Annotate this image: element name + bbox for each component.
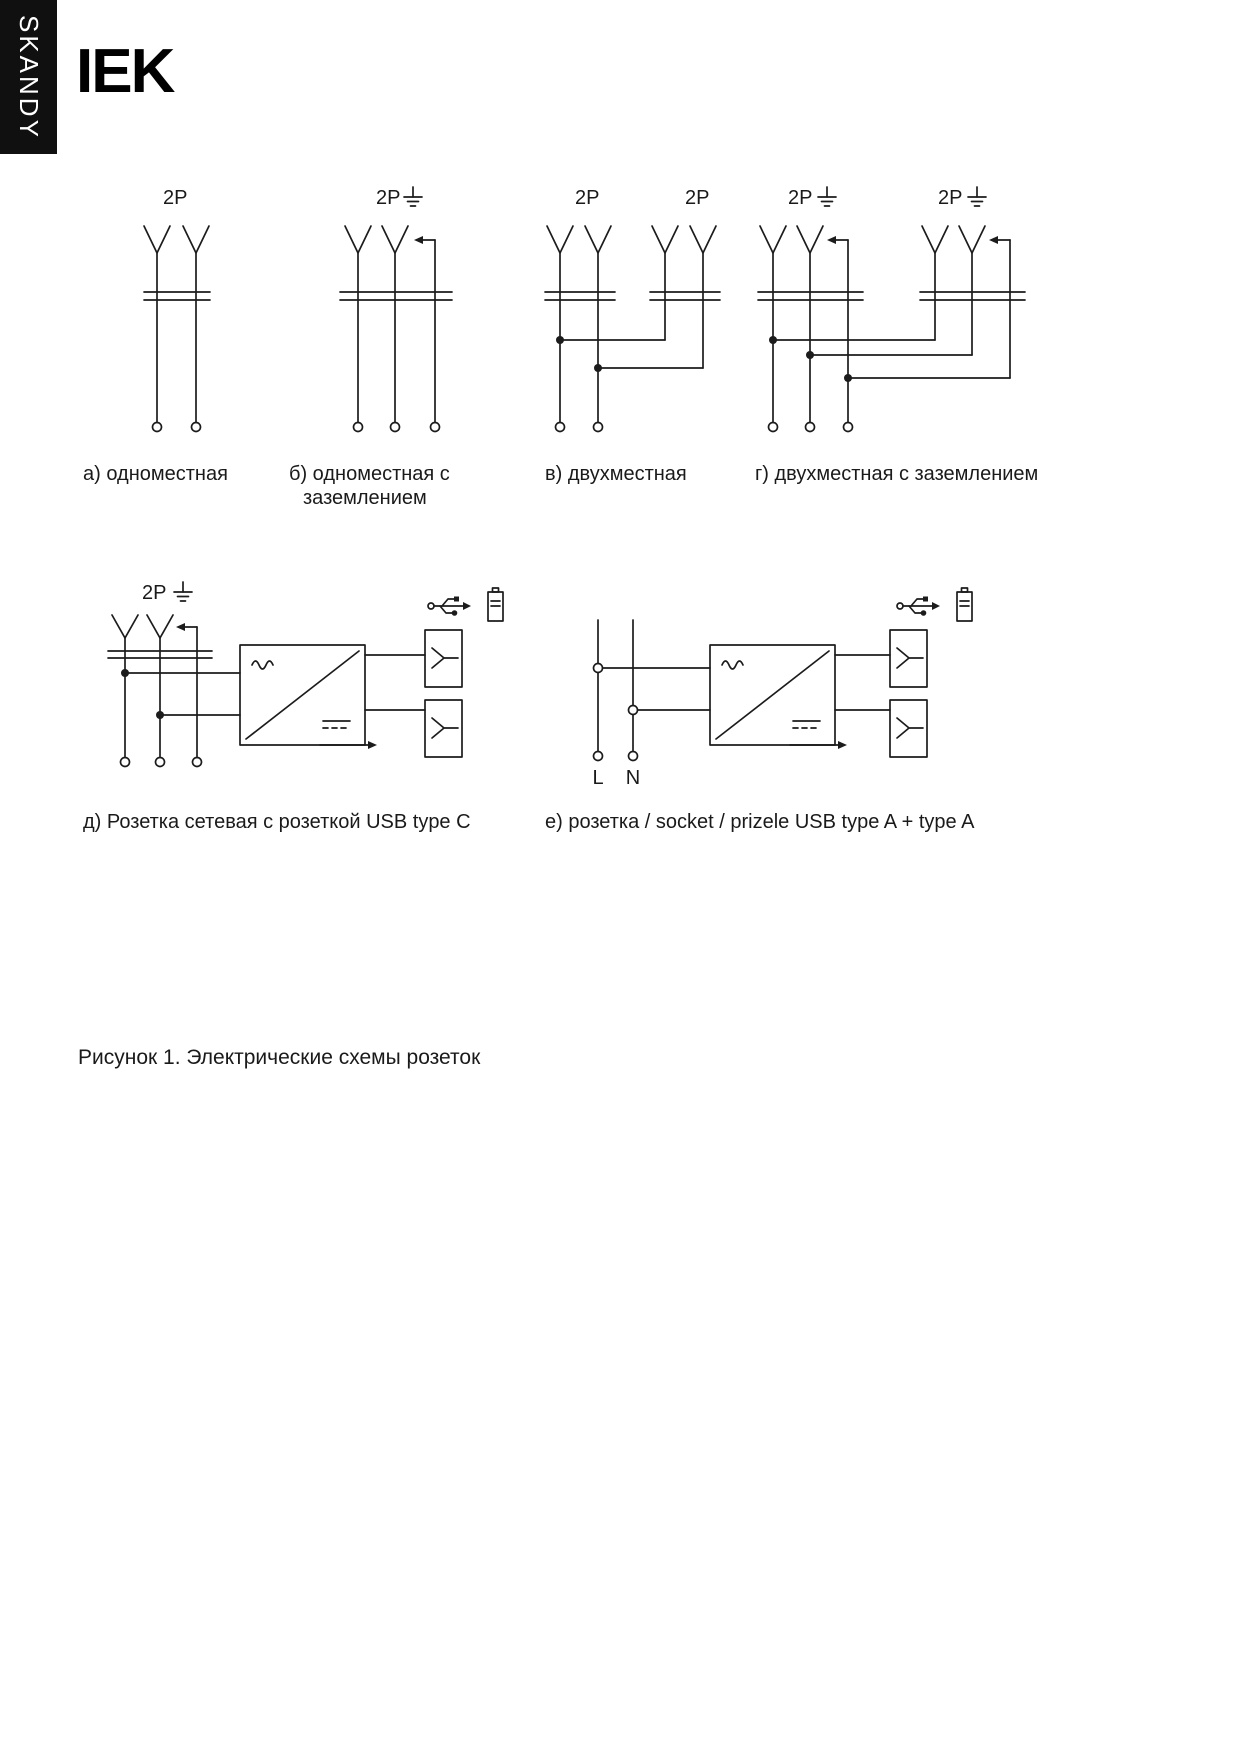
caption-a: а) одноместная [83,463,228,485]
battery-icon [487,587,504,622]
pole-count-label: 2P [376,187,400,209]
terminal-circles [767,421,854,433]
terminal-circles [352,421,441,433]
usb-output-wires [834,654,891,711]
line-conductor-label: L [592,767,603,789]
neutral-conductor-label: N [626,767,640,789]
earth-contact-arrow [827,236,1011,244]
pole-count-label: 2P [788,187,812,209]
diagram-e-schematic: L N [592,587,973,789]
usb-output-wires [364,654,426,711]
usb-icon [427,596,471,616]
dc-symbol-icon [322,720,351,729]
terminal-circles [151,421,202,433]
plug-contact-icons [759,225,986,254]
earth-contact-arrow [176,623,198,631]
ground-icon [173,581,193,602]
diagram-d-schematic: 2P [107,581,504,768]
plug-contact-icons [143,225,210,254]
socket-contact-bars [107,650,213,659]
dc-symbol-icon [792,720,821,729]
parallel-jumper-wires [769,336,1011,382]
caption-b: б) одноместная с заземлением [289,463,450,509]
plug-contact-icons [546,225,717,254]
supply-tap-wires [592,662,711,716]
pole-count-label: 2P [142,582,166,604]
caption-g: г) двухместная с заземлением [755,463,1039,485]
parallel-jumper-wires [556,336,704,372]
diagram-b-schematic: 2P [339,186,453,433]
terminal-circles [592,750,639,762]
ground-icon [967,186,987,207]
usb-icon [896,596,940,616]
terminal-circles [554,421,604,433]
terminal-circles [119,756,203,768]
caption-v: в) двухместная [545,463,687,485]
diagram-a-schematic: 2P [143,187,211,433]
usb-socket-box [424,699,463,758]
series-name-label: SKANDY [14,14,44,140]
plug-contact-icons [111,614,174,639]
acdc-converter-box [709,644,847,749]
diagram-g-schematic: 2P 2P [757,186,1026,433]
series-side-tab: SKANDY [0,0,57,154]
ac-sine-icon [721,660,744,670]
ground-icon [403,186,423,207]
usb-socket-box [889,629,928,688]
supply-tap-wires [121,669,241,719]
ground-icon [817,186,837,207]
figure-caption: Рисунок 1. Электрические схемы розеток [78,1046,481,1069]
ac-sine-icon [251,660,274,670]
usb-socket-box [424,629,463,688]
diagram-v-schematic: 2P 2P [544,187,721,433]
battery-icon [956,587,973,622]
pole-count-label: 2P [163,187,187,209]
socket-contact-bars [544,291,721,301]
pole-count-label: 2P [685,187,709,209]
caption-e: е) розетка / socket / prizele USB type A… [545,811,975,833]
socket-contact-bars [757,291,1026,301]
pole-count-label: 2P [575,187,599,209]
socket-contact-bars [339,291,453,301]
acdc-converter-box [239,644,377,749]
plug-contact-icons [344,225,409,254]
caption-d: д) Розетка сетевая с розеткой USB type C [83,811,471,833]
brand-logo: IEK [76,37,175,106]
usb-socket-box [889,699,928,758]
socket-contact-bars [143,291,211,301]
earth-contact-arrow [414,236,436,244]
pole-count-label: 2P [938,187,962,209]
